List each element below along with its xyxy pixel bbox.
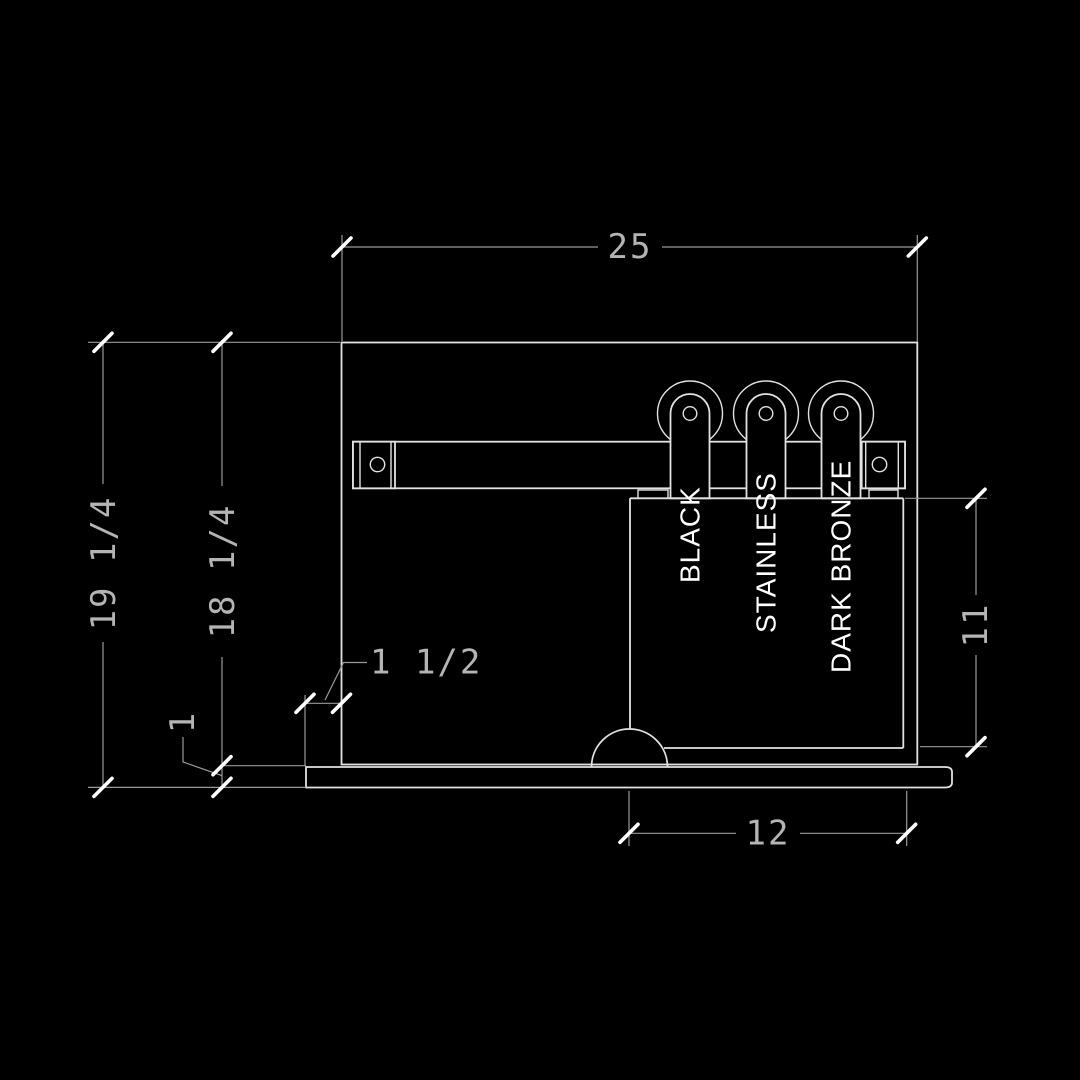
bracket-bolt-left <box>369 456 386 473</box>
finish-sample-panel <box>629 497 905 749</box>
dim-track-length: 25 <box>608 227 653 267</box>
bracket-bolt-right <box>871 456 888 473</box>
hanger-strap-1 <box>669 393 711 500</box>
leader-plate-thickness <box>182 737 222 777</box>
dimension-ticks <box>92 236 987 845</box>
finish-label-dark-bronze: DARK BRONZE <box>826 460 857 673</box>
anti-jump-block-right <box>868 489 899 500</box>
door-outline <box>340 341 919 766</box>
track-end-bracket-right <box>860 440 906 490</box>
dim-floor-plate-thickness: 1 <box>163 711 203 733</box>
dim-plate-overhang: 1 1/2 <box>370 643 482 683</box>
strap-axle-bolt-2 <box>758 406 774 422</box>
dim-door-height: 18 1/4 <box>203 504 243 639</box>
strap-axle-bolt-3 <box>833 406 849 422</box>
hanger-strap-3 <box>820 393 862 500</box>
leader-plate-overhang <box>324 661 367 701</box>
dim-overall-height: 19 1/4 <box>84 496 124 631</box>
door-panel <box>340 341 919 766</box>
dim-guide-to-edge: 12 <box>746 813 791 853</box>
strap-axle-bolt-1 <box>682 406 698 422</box>
floor-plate <box>305 766 953 789</box>
dimension-lines <box>88 235 987 846</box>
floor-guide <box>590 728 669 768</box>
finish-label-black: BLACK <box>675 486 706 583</box>
dim-sample-panel-height: 11 <box>956 603 996 648</box>
hanger-strap-2 <box>745 393 787 500</box>
track-end-bracket-left <box>352 440 396 490</box>
finish-label-stainless: STAINLESS <box>751 472 782 633</box>
anti-jump-block-left <box>637 489 669 500</box>
